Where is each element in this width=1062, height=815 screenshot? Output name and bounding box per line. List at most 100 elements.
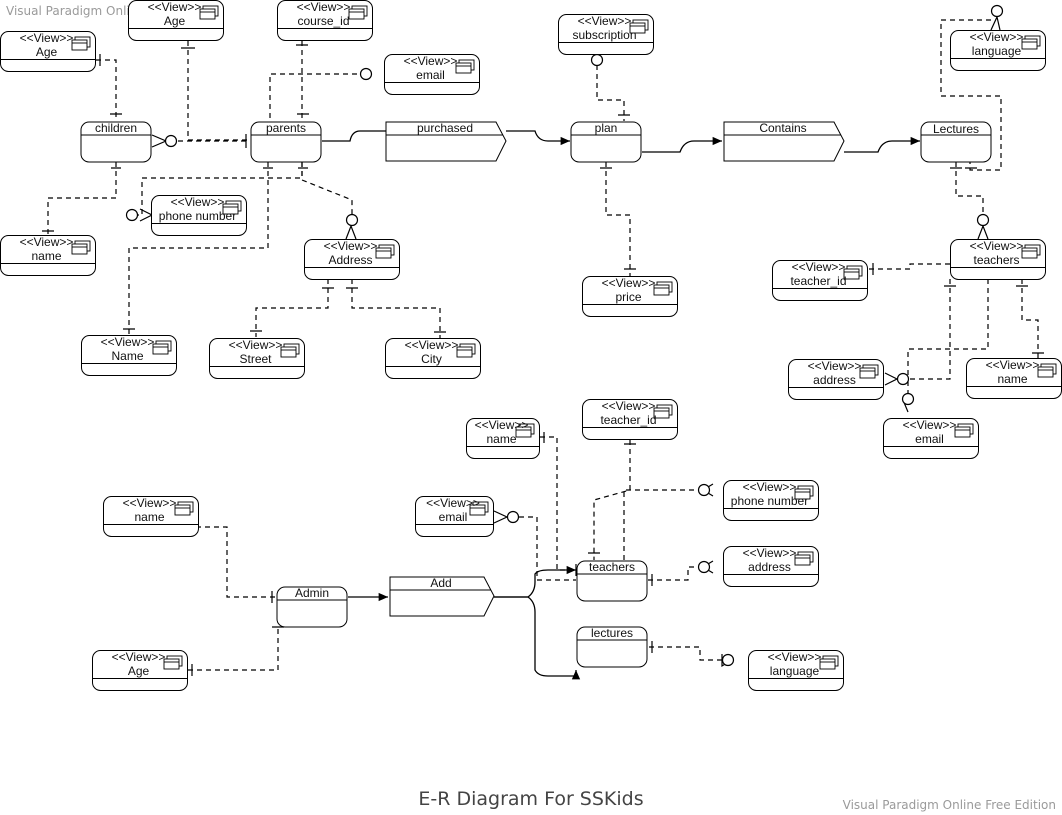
view-icon bbox=[348, 5, 368, 20]
view-label: teachers bbox=[973, 253, 1019, 267]
view-stereotype: <<View>> bbox=[578, 14, 632, 28]
entity-lectures-top-label: Lectures bbox=[933, 122, 979, 136]
view-stereotype: <<View>> bbox=[405, 338, 459, 352]
relationship-contains[interactable]: Contains bbox=[723, 121, 845, 162]
view-label: course_id bbox=[297, 14, 349, 28]
view-stereotype: <<View>> bbox=[475, 418, 529, 432]
view-address-parents[interactable]: <<View>>Address bbox=[304, 239, 400, 280]
zero-circles bbox=[125, 4, 1004, 667]
view-icon bbox=[843, 265, 863, 280]
view-email-parents[interactable]: <<View>>email bbox=[384, 54, 480, 95]
connector-address-city bbox=[351, 279, 441, 338]
cardinality-marks bbox=[42, 15, 1044, 676]
entity-plan-label: plan bbox=[595, 121, 618, 135]
entity-teachers-bottom[interactable]: teachers bbox=[576, 560, 648, 602]
view-icon bbox=[163, 655, 183, 670]
relationship-purchased[interactable]: purchased bbox=[385, 121, 507, 162]
view-street[interactable]: <<View>>Street bbox=[209, 338, 305, 379]
view-icon bbox=[794, 485, 814, 500]
view-age-top[interactable]: <<View>>Age bbox=[128, 0, 224, 41]
view-name-parents[interactable]: <<View>>Name bbox=[81, 335, 177, 376]
view-teacher-id-bottom[interactable]: <<View>>teacher_id bbox=[582, 399, 678, 440]
view-label: Age bbox=[128, 664, 150, 678]
view-email-bottom[interactable]: <<View>>email bbox=[415, 496, 494, 537]
connector-phone-teachers-bottom bbox=[623, 489, 703, 560]
entity-lectures-top[interactable]: Lectures bbox=[920, 121, 992, 163]
view-stereotype: <<View>> bbox=[743, 480, 797, 494]
view-label: Age bbox=[164, 14, 186, 28]
entity-admin-label: Admin bbox=[295, 586, 329, 600]
view-icon bbox=[199, 5, 219, 20]
view-label: email bbox=[439, 510, 468, 524]
connector-subscription-plan bbox=[596, 65, 625, 121]
view-icon bbox=[280, 343, 300, 358]
view-email-teachers[interactable]: <<View>>email bbox=[883, 418, 979, 459]
view-stereotype: <<View>> bbox=[986, 358, 1040, 372]
view-stereotype: <<View>> bbox=[970, 239, 1024, 253]
view-label: name bbox=[486, 432, 516, 446]
connector-teachers-name bbox=[1021, 279, 1039, 359]
entity-teachers-bottom-label: teachers bbox=[589, 560, 635, 574]
view-phone-parents[interactable]: <<View>>phone number bbox=[151, 195, 247, 236]
view-name-teachers[interactable]: <<View>>name bbox=[966, 358, 1062, 399]
view-icon bbox=[954, 423, 974, 438]
view-name-admin[interactable]: <<View>>name bbox=[103, 496, 199, 537]
connector-parents-purchased bbox=[322, 126, 402, 142]
view-label: price bbox=[615, 290, 641, 304]
view-price[interactable]: <<View>>price bbox=[582, 276, 678, 317]
view-teacher-id-top[interactable]: <<View>>teacher_id bbox=[772, 260, 868, 301]
view-icon bbox=[515, 423, 535, 438]
view-icon bbox=[71, 240, 91, 255]
view-stereotype: <<View>> bbox=[112, 650, 166, 664]
relationship-add[interactable]: Add bbox=[389, 576, 495, 617]
view-label: email bbox=[416, 68, 445, 82]
entity-lectures-bottom[interactable]: lectures bbox=[576, 626, 648, 668]
view-icon bbox=[819, 655, 839, 670]
entity-admin[interactable]: Admin bbox=[276, 586, 348, 628]
entity-parents-label: parents bbox=[266, 121, 306, 135]
view-label: name bbox=[31, 249, 61, 263]
view-icon bbox=[1037, 363, 1057, 378]
view-label: phone number bbox=[159, 209, 236, 223]
entities: children parents plan Lectures Admin tea… bbox=[80, 121, 992, 668]
view-course-id[interactable]: <<View>>course_id bbox=[277, 0, 373, 41]
view-phone-bottom[interactable]: <<View>>phone number bbox=[723, 480, 819, 521]
connector-parents-name bbox=[128, 162, 269, 335]
view-stereotype: <<View>> bbox=[297, 0, 351, 14]
view-label: name bbox=[997, 372, 1027, 386]
view-language-top[interactable]: <<View>>language bbox=[950, 30, 1046, 71]
entity-plan[interactable]: plan bbox=[570, 121, 642, 163]
view-icon bbox=[653, 281, 673, 296]
connector-contains-lectures bbox=[844, 136, 920, 153]
view-icon bbox=[469, 501, 489, 516]
relationship-add-label: Add bbox=[430, 576, 451, 590]
view-label: Name bbox=[111, 349, 143, 363]
view-age-admin[interactable]: <<View>>Age bbox=[92, 650, 188, 691]
view-name-bottom-teachers[interactable]: <<View>>name bbox=[466, 418, 540, 459]
entity-children[interactable]: children bbox=[80, 121, 152, 163]
connector-add-lectures bbox=[494, 596, 581, 680]
view-stereotype: <<View>> bbox=[101, 335, 155, 349]
view-age-left[interactable]: <<View>>Age bbox=[0, 31, 96, 72]
view-icon bbox=[1021, 244, 1041, 259]
view-teachers[interactable]: <<View>>teachers bbox=[950, 239, 1046, 280]
view-address-bottom[interactable]: <<View>>address bbox=[723, 546, 819, 587]
view-stereotype: <<View>> bbox=[808, 359, 862, 373]
view-icon bbox=[794, 551, 814, 566]
relationship-purchased-label: purchased bbox=[417, 121, 473, 135]
view-city[interactable]: <<View>>City bbox=[385, 338, 481, 379]
view-subscription[interactable]: <<View>>subscription bbox=[558, 14, 654, 55]
connector-add-teachers bbox=[494, 565, 576, 598]
view-language-bottom[interactable]: <<View>>language bbox=[748, 650, 844, 691]
connector-teachers-email bbox=[907, 279, 951, 400]
connector-children-name bbox=[47, 162, 117, 235]
view-nodes: <<View>>Age<<View>>Age<<View>>course_id<… bbox=[0, 0, 1062, 691]
view-label: teacher_id bbox=[790, 274, 846, 288]
view-name-children[interactable]: <<View>>name bbox=[0, 235, 96, 276]
view-address-teachers[interactable]: <<View>>address bbox=[788, 359, 884, 400]
view-stereotype: <<View>> bbox=[792, 260, 846, 274]
entity-parents[interactable]: parents bbox=[250, 121, 322, 163]
view-icon bbox=[174, 501, 194, 516]
connector-email-teachers-bottom bbox=[519, 516, 576, 581]
view-icon bbox=[653, 404, 673, 419]
